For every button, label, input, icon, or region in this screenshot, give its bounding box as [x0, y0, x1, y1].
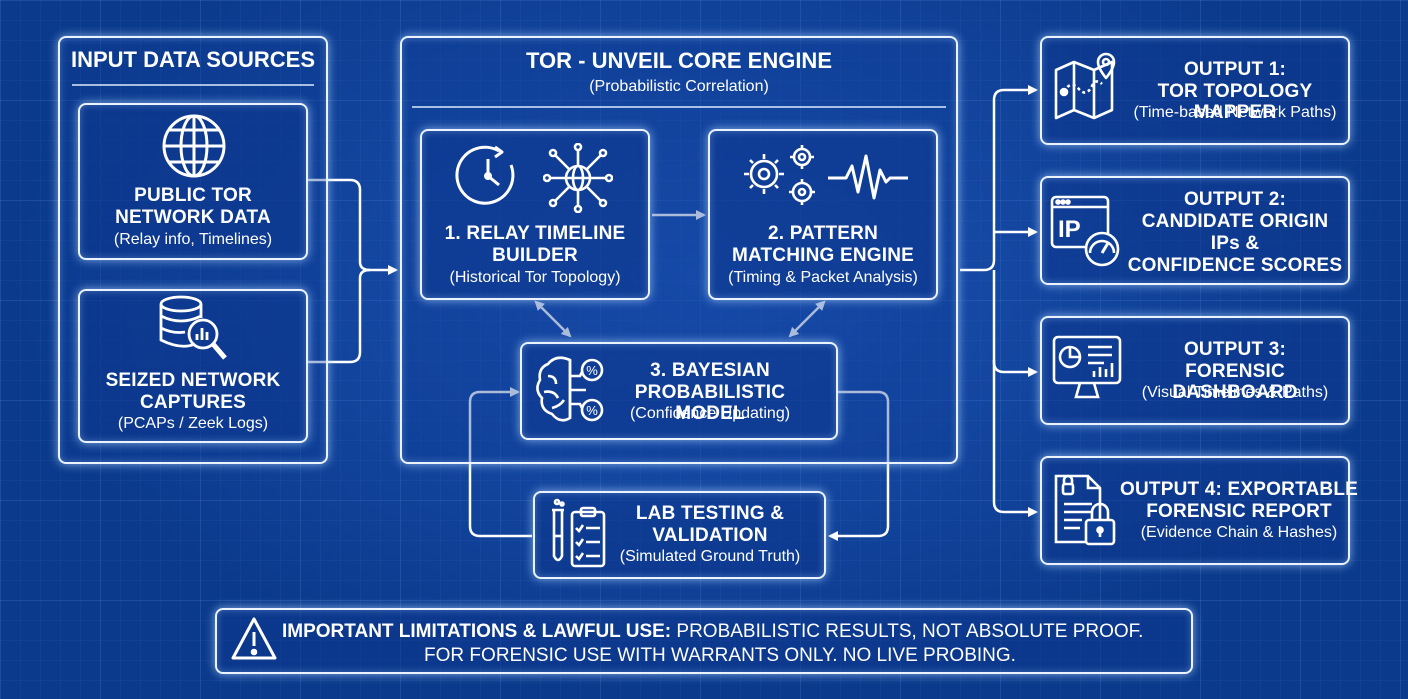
seized-captures-title-line1: SEIZED NETWORK — [105, 370, 281, 391]
output-3-line2: FORENSIC DASHBOARD — [1172, 361, 1298, 404]
bayesian-title-line2: PROBABILISTIC MODEL — [634, 382, 786, 425]
pattern-matching-card[interactable] — [708, 129, 938, 300]
warning-line-1: IMPORTANT LIMITATIONS & LAWFUL USE: PROB… — [282, 621, 1182, 642]
public-tor-title-line2: NETWORK DATA — [115, 207, 271, 228]
warning-line-2: FOR FORENSIC USE WITH WARRANTS ONLY. NO … — [424, 645, 1016, 666]
warning-line1-rest: PROBABILISTIC RESULTS, NOT ABSOLUTE PROO… — [671, 621, 1144, 642]
seized-captures-card[interactable] — [78, 289, 308, 443]
gears-icon — [744, 145, 815, 205]
output-2-line4: CONFIDENCE SCORES — [1127, 255, 1343, 276]
svg-text:%: % — [586, 403, 598, 418]
public-tor-title-line1: PUBLIC TOR — [134, 185, 252, 206]
output-1-line2: TOR TOPOLOGY MAPPER — [1157, 81, 1313, 124]
clock-icon — [455, 145, 515, 205]
test-tube-clipboard-icon — [552, 498, 606, 568]
map-pin-icon — [1054, 52, 1116, 120]
brain-percent-icon: % % — [536, 356, 604, 422]
input-panel-title: INPUT DATA SOURCES — [70, 47, 316, 72]
core-engine-divider — [412, 106, 946, 108]
relay-timeline-card[interactable] — [420, 129, 650, 300]
output-4-line2: FORENSIC REPORT — [1146, 501, 1332, 522]
core-engine-title: TOR - UNVEIL CORE ENGINE — [525, 48, 832, 73]
output-2-line1: OUTPUT 2: — [1183, 189, 1287, 210]
output-2-line2: CANDIDATE ORIGIN — [1141, 211, 1329, 232]
pattern-matching-title-line1: 2. PATTERN — [767, 223, 879, 244]
seized-captures-subtitle: (PCAPs / Zeek Logs) — [117, 415, 269, 432]
public-tor-subtitle: (Relay info, Timelines) — [113, 231, 273, 248]
ip-label: IP — [1058, 216, 1081, 243]
ip-gauge-icon: IP — [1050, 195, 1120, 267]
output-3-card[interactable] — [1040, 316, 1350, 425]
waveform-icon — [828, 154, 908, 200]
output-2-line3: IPs & — [1210, 233, 1260, 254]
relay-timeline-subtitle: (Historical Tor Topology) — [449, 269, 621, 286]
bayesian-title-line1: 3. BAYESIAN — [650, 360, 770, 381]
relay-timeline-title-line1: 1. RELAY TIMELINE — [444, 223, 626, 244]
pattern-matching-title-line2: MATCHING ENGINE — [731, 245, 915, 266]
pattern-matching-subtitle: (Timing & Packet Analysis) — [728, 269, 918, 286]
warning-triangle-icon — [231, 617, 277, 660]
output-3-line1: OUTPUT 3: — [1183, 339, 1287, 360]
lab-testing-title-line1: LAB TESTING & — [635, 503, 785, 524]
svg-text:%: % — [586, 363, 598, 378]
input-panel-divider — [72, 84, 314, 86]
lab-testing-subtitle: (Simulated Ground Truth) — [619, 548, 801, 565]
output-4-line1: OUTPUT 4: EXPORTABLE — [1120, 479, 1358, 500]
lab-testing-title-line2: VALIDATION — [652, 525, 768, 546]
document-lock-icon — [1054, 474, 1116, 546]
output-4-line3: (Evidence Chain & Hashes) — [1140, 524, 1338, 541]
lab-testing-card[interactable] — [533, 491, 826, 579]
bayesian-subtitle: (Confidence Updating) — [629, 405, 791, 422]
network-globe-icon — [543, 143, 613, 213]
core-engine-subtitle: (Probabilistic Correlation) — [589, 78, 769, 95]
monitor-dashboard-icon — [1052, 335, 1122, 399]
warning-bold-label: IMPORTANT LIMITATIONS & LAWFUL USE: — [282, 621, 672, 642]
output-2-card[interactable] — [1040, 176, 1350, 285]
database-search-icon — [159, 295, 227, 360]
output-1-card[interactable] — [1040, 36, 1350, 145]
output-1-line3: (Time-based Network Paths) — [1133, 104, 1337, 121]
relay-timeline-title-line2: BUILDER — [492, 245, 578, 266]
warning-banner — [215, 608, 1193, 674]
seized-captures-title-line2: CAPTURES — [139, 392, 247, 413]
globe-icon — [162, 114, 226, 178]
arrow-core-to-outputs — [960, 85, 1038, 272]
output-1-line1: OUTPUT 1: — [1183, 59, 1287, 80]
output-3-line3: (Visual Timelines & Paths) — [1141, 384, 1329, 401]
